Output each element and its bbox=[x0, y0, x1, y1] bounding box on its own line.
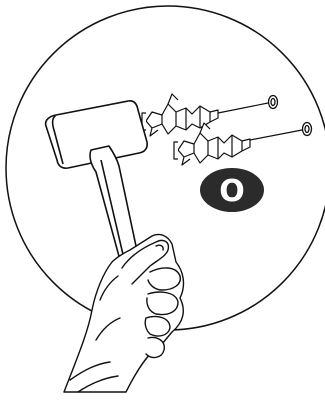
step-badge: O bbox=[200, 168, 264, 212]
step-badge-label: O bbox=[219, 174, 245, 209]
